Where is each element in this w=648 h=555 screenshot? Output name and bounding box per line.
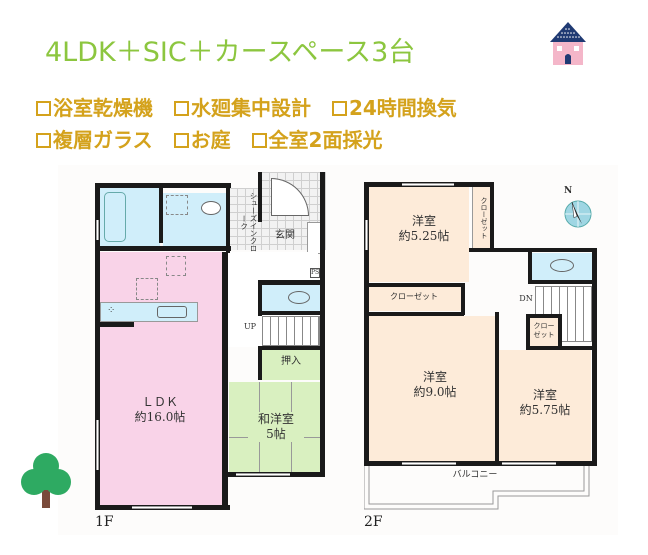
room-2-label: 洋室 約9.0帖	[413, 370, 457, 399]
wall	[528, 250, 532, 284]
wall	[258, 311, 322, 315]
feature-item: 水廻集中設計	[173, 92, 311, 121]
wall	[258, 280, 262, 316]
wall	[364, 461, 597, 466]
wall	[95, 246, 231, 251]
feature-item: 複層ガラス	[36, 124, 153, 153]
wall	[461, 283, 465, 315]
wall	[558, 314, 562, 350]
toilet-icon	[550, 259, 574, 272]
checkbox-icon	[36, 101, 51, 116]
wall	[526, 314, 530, 350]
room-3-closet-label: クローゼット	[533, 322, 555, 339]
room-3-label: 洋室 約5.75帖	[519, 388, 571, 417]
wall	[95, 183, 231, 188]
ps-label: PS	[310, 268, 320, 278]
house-icon	[548, 20, 588, 66]
wall	[526, 346, 596, 350]
kitchen-wall	[100, 322, 134, 327]
wall	[526, 314, 562, 318]
wall	[528, 280, 594, 284]
feature-item: 24時間換気	[331, 92, 457, 121]
hall-closet-label: クローゼット	[390, 292, 438, 301]
window	[96, 220, 99, 240]
room-3-2f	[499, 350, 591, 461]
hall-closet	[369, 287, 461, 311]
window	[402, 183, 454, 186]
feature-item: お庭	[173, 124, 231, 153]
window	[132, 506, 192, 509]
page-title: 4LDK＋SIC＋カースペース3台	[45, 37, 416, 68]
room-1-closet	[472, 187, 490, 249]
checkbox-icon	[173, 133, 189, 148]
feature-item: 全室2面採光	[251, 124, 382, 153]
floor-2-label: 2F	[364, 514, 383, 530]
genkan-label: 玄関	[275, 230, 295, 241]
dryer-icon	[166, 195, 188, 215]
bathroom	[100, 188, 160, 246]
balcony	[363, 466, 590, 510]
oshiire-label: 押入	[281, 356, 301, 367]
wall	[258, 346, 262, 380]
oshiire	[262, 350, 320, 380]
ldk-room: ⁘	[100, 252, 222, 507]
toilet-2f	[532, 253, 592, 280]
washitsu-label: 和洋室 5帖	[248, 412, 304, 442]
window	[96, 420, 99, 470]
entry-step	[307, 222, 321, 254]
stairs-dn-label: DN	[519, 294, 533, 303]
kitchen-counter: ⁘	[100, 302, 198, 322]
wall	[222, 252, 228, 510]
feature-row-2: 複層ガラス お庭 全室2面採光	[36, 124, 396, 153]
wall	[592, 248, 597, 466]
room-1-2f	[369, 187, 469, 282]
wall	[364, 312, 464, 316]
wall	[490, 182, 494, 252]
toilet-1f	[262, 285, 320, 311]
checkbox-icon	[36, 133, 51, 148]
wall	[226, 183, 230, 253]
ldk-label: ＬＤＫ 約16.0帖	[134, 395, 186, 424]
window	[502, 462, 556, 465]
wall	[364, 283, 464, 287]
washroom	[163, 193, 226, 246]
window	[236, 473, 290, 476]
tree-icon	[18, 448, 74, 510]
kitchen-sink-icon	[157, 306, 187, 318]
sink-icon	[201, 201, 221, 215]
wall	[258, 346, 322, 350]
room-3-closet	[530, 318, 558, 346]
feature-item: 浴室乾燥機	[36, 92, 153, 121]
storage-icon	[136, 278, 158, 300]
stairs-1f[interactable]	[262, 316, 320, 346]
wall	[258, 280, 322, 285]
fridge-icon	[166, 256, 186, 276]
wall	[258, 172, 262, 222]
toilet-icon	[288, 291, 310, 304]
room-1-closet-label: クローゼット	[480, 197, 488, 239]
floor-1-label: 1F	[95, 514, 114, 530]
wall	[95, 183, 100, 510]
wall	[159, 183, 163, 243]
feature-row-1: 浴室乾燥機 水廻集中設計 24時間換気	[36, 92, 471, 121]
checkbox-icon	[331, 101, 347, 116]
compass-icon: N	[558, 186, 594, 228]
wall	[495, 312, 499, 464]
room-1-label: 洋室 約5.25帖	[398, 214, 450, 243]
checkbox-icon	[251, 133, 267, 148]
shoes-in-closet	[229, 188, 261, 250]
shoes-closet-label: シューズインクローク	[239, 192, 258, 252]
window	[365, 220, 368, 250]
checkbox-icon	[173, 101, 189, 116]
bathtub-icon	[104, 192, 126, 242]
stairs-up-label: UP	[243, 322, 257, 331]
window	[402, 462, 456, 465]
room-2-2f	[369, 316, 495, 461]
stove-icon: ⁘	[107, 305, 116, 316]
balcony-label: バルコニー	[452, 470, 498, 480]
wall	[364, 182, 369, 466]
wall	[320, 172, 325, 477]
